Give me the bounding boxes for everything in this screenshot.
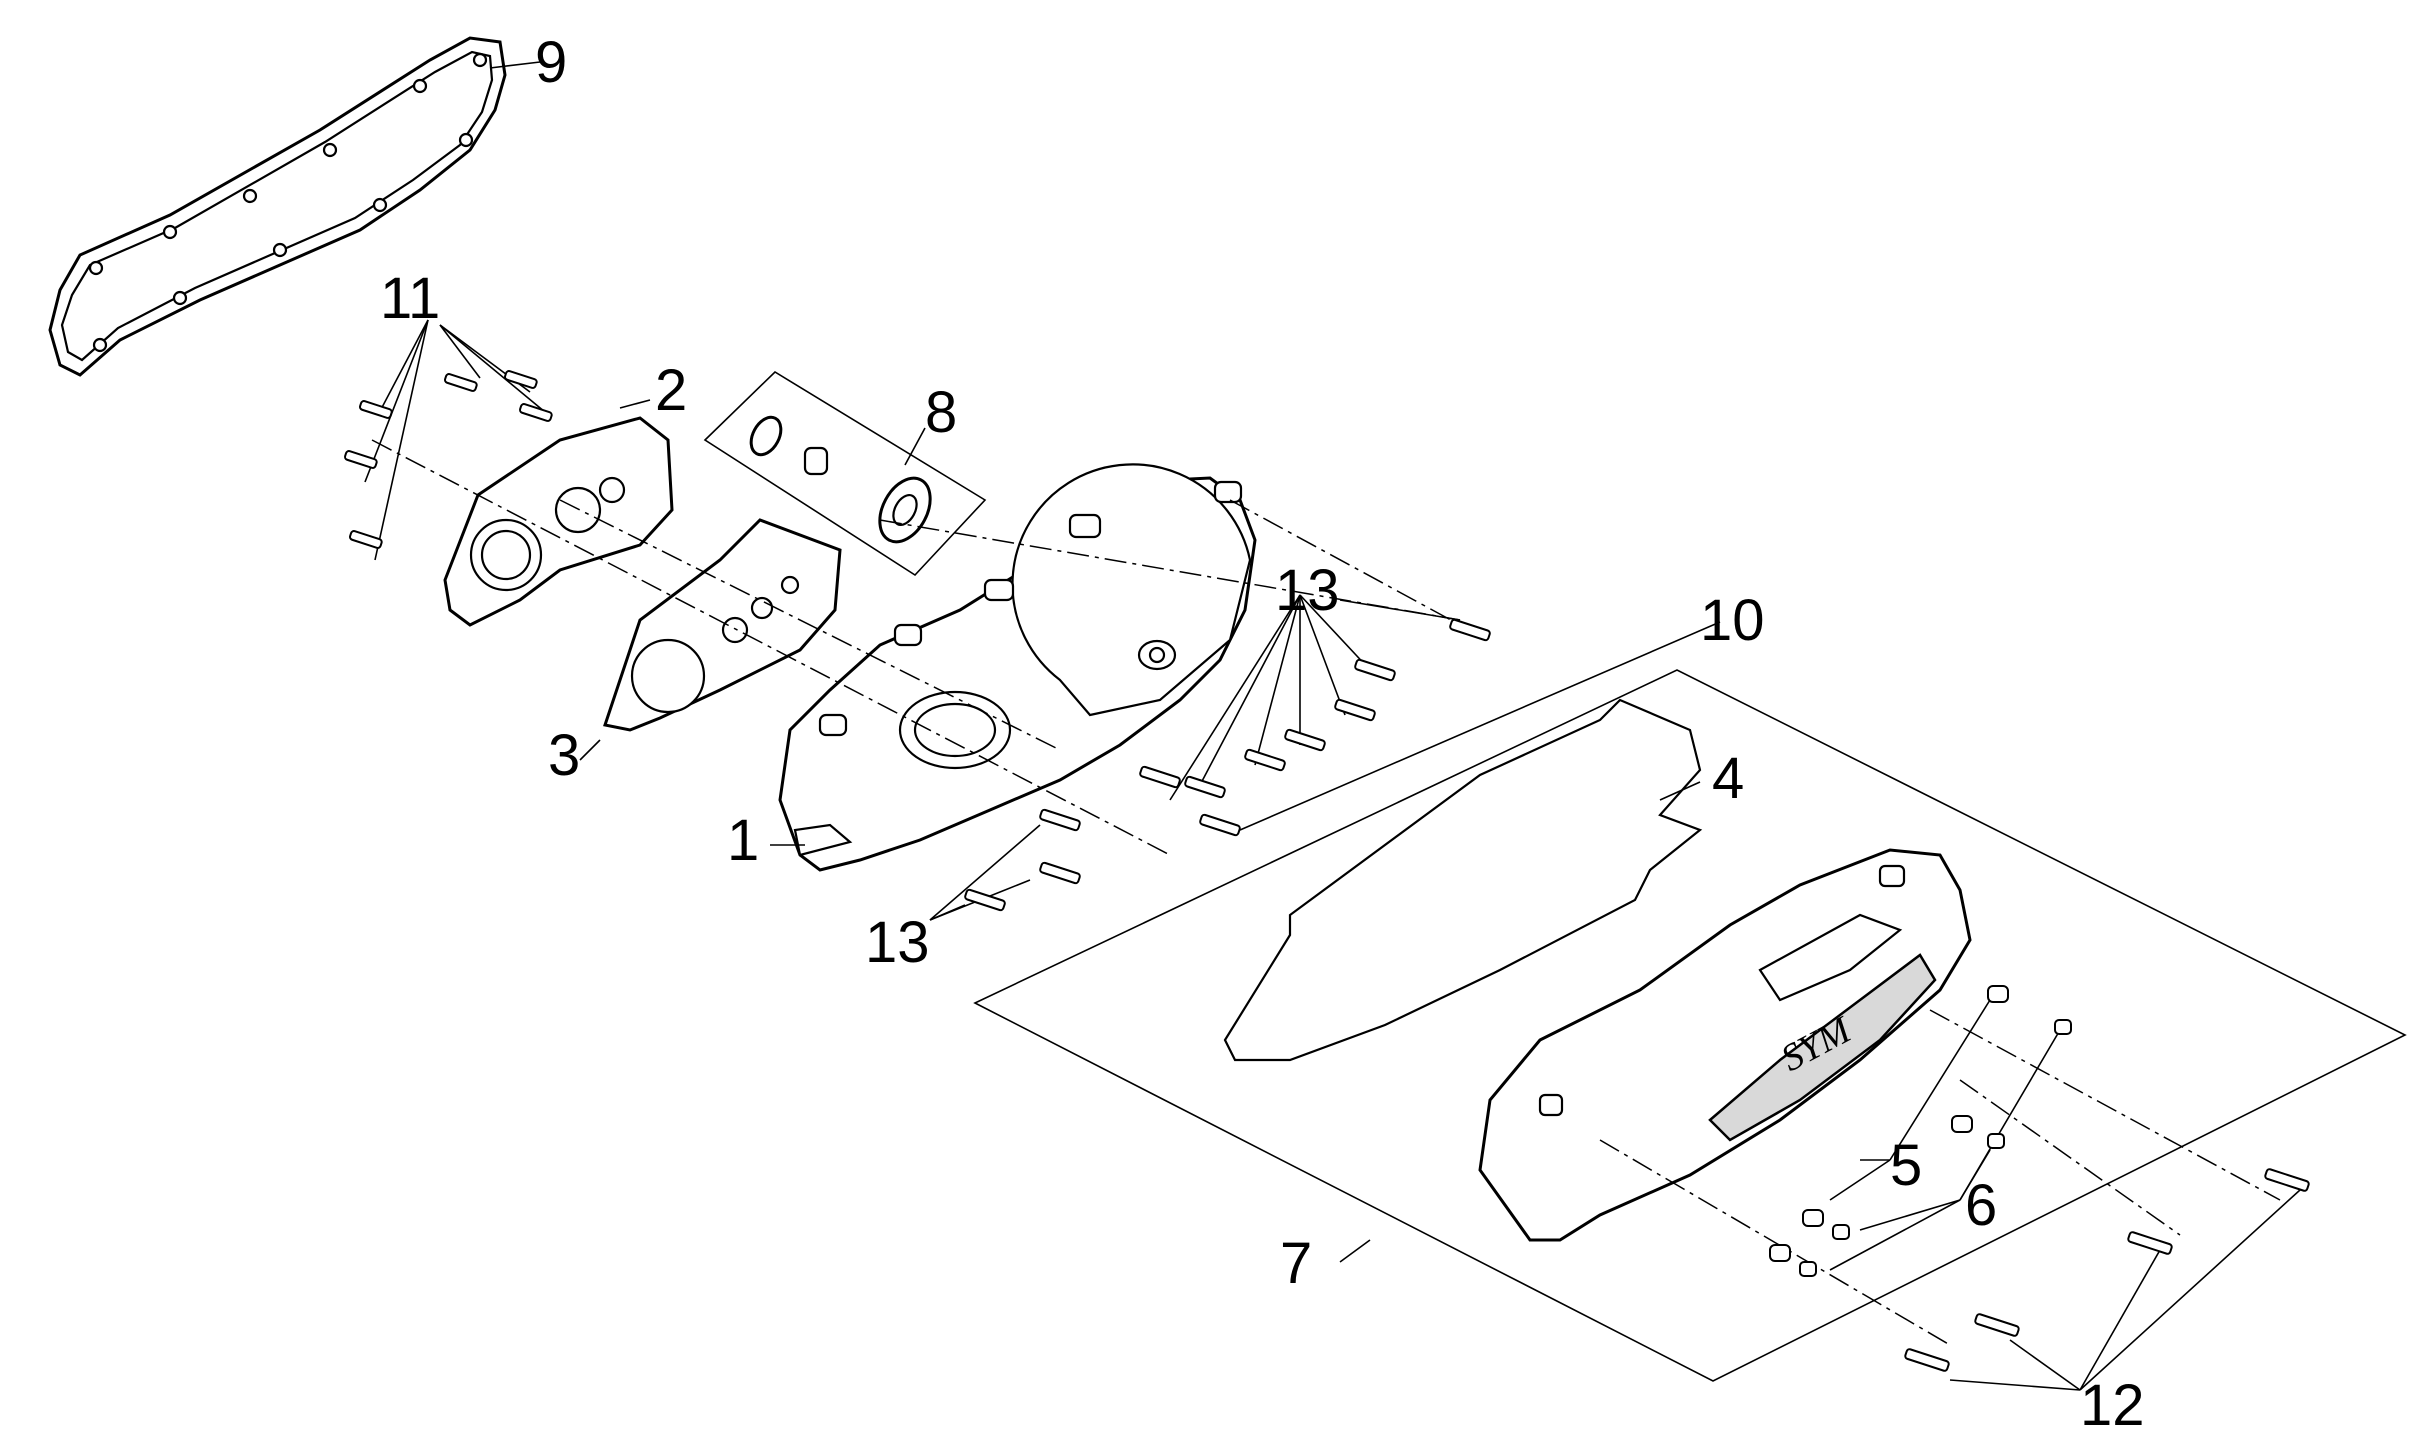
callout-4: 4 <box>1712 746 1744 811</box>
bolts-part-12 <box>1904 1168 2310 1372</box>
plate-part-3 <box>603 518 842 732</box>
callout-13-top: 13 <box>1275 558 1340 623</box>
bearing-kit-part-8 <box>703 370 987 577</box>
bolts-part-13 <box>964 618 1491 912</box>
insulation-sheet-part-4 <box>1223 698 1703 1062</box>
callout-1: 1 <box>727 808 759 873</box>
washers-part-6 <box>1799 1019 2072 1277</box>
plate-part-2 <box>443 416 674 627</box>
callout-3: 3 <box>548 723 580 788</box>
callout-13-bottom: 13 <box>865 910 930 975</box>
callout-7: 7 <box>1280 1231 1312 1296</box>
callout-labels: 9 11 2 8 13 10 4 3 1 13 5 6 7 12 <box>380 30 2145 1438</box>
gasket-part-9 <box>48 36 507 377</box>
callout-11: 11 <box>380 266 440 331</box>
nuts-part-5 <box>1769 985 2009 1262</box>
callout-5: 5 <box>1890 1133 1922 1198</box>
crankcase-cover-part-1 <box>778 463 1257 872</box>
callout-8: 8 <box>925 380 957 445</box>
callout-12: 12 <box>2080 1373 2145 1438</box>
callout-6: 6 <box>1965 1173 1997 1238</box>
callout-2: 2 <box>655 358 687 423</box>
leader-lines <box>364 61 2301 1391</box>
callout-9: 9 <box>535 30 567 95</box>
bolts-part-11 <box>344 370 553 549</box>
callout-10: 10 <box>1700 588 1765 653</box>
outer-cover-part-7: SYM <box>1478 848 1972 1242</box>
kit-frame-part-7 <box>973 669 2407 1382</box>
